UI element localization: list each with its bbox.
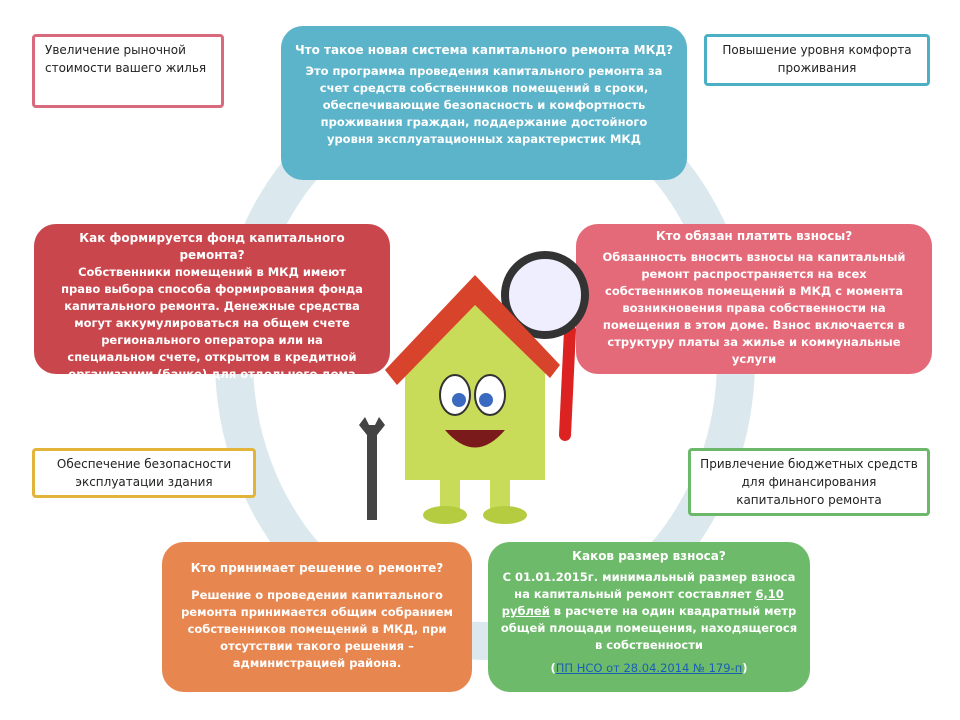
fund-title: Как формируется фонд капитального ремонт…	[79, 231, 345, 262]
benefit-budget: Привлечение бюджетных средств для финанс…	[688, 448, 930, 516]
house-mascot-illustration	[359, 251, 589, 524]
payers-box: Кто обязан платить взносы? Обязанность в…	[576, 224, 932, 374]
magnifier-icon	[501, 251, 589, 441]
amount-box: Каков размер взноса? С 01.01.2015г. мини…	[488, 542, 810, 692]
benefit-safety: Обеспечение безопасности эксплуатации зд…	[32, 448, 256, 498]
amount-title: Каков размер взноса?	[572, 549, 726, 563]
center-text: Это программа проведения капитального ре…	[305, 64, 663, 146]
amount-text: С 01.01.2015г. минимальный размер взноса…	[500, 569, 798, 654]
amount-text-before: С 01.01.2015г. минимальный размер взноса…	[502, 570, 796, 601]
decision-box: Кто принимает решение о ремонте? Решение…	[162, 542, 472, 692]
benefit-market-value: Увеличение рыночной стоимости вашего жил…	[32, 34, 224, 108]
wrench-icon	[359, 417, 385, 520]
center-title: Что такое новая система капитального рем…	[294, 43, 674, 57]
reference-link[interactable]: ПП НСО от 28.04.2014 № 179-п	[555, 661, 743, 675]
center-box: Что такое новая система капитального рем…	[281, 26, 687, 180]
decision-title: Кто принимает решение о ремонте?	[190, 561, 444, 575]
benefit-comfort: Повышение уровня комфорта проживания	[704, 34, 930, 86]
payers-title: Кто обязан платить взносы?	[655, 229, 853, 243]
decision-text: Решение о проведении капитального ремонт…	[181, 588, 453, 670]
fund-box: Как формируется фонд капитального ремонт…	[34, 224, 390, 381]
fund-text: Собственники помещений в МКД имеют право…	[61, 265, 363, 381]
amount-text-after: в расчете на один квадратный метр общей …	[500, 604, 798, 652]
amount-value: 6,10 рублей	[501, 587, 784, 618]
payers-text: Обязанность вносить взносы на капитальны…	[602, 250, 906, 366]
